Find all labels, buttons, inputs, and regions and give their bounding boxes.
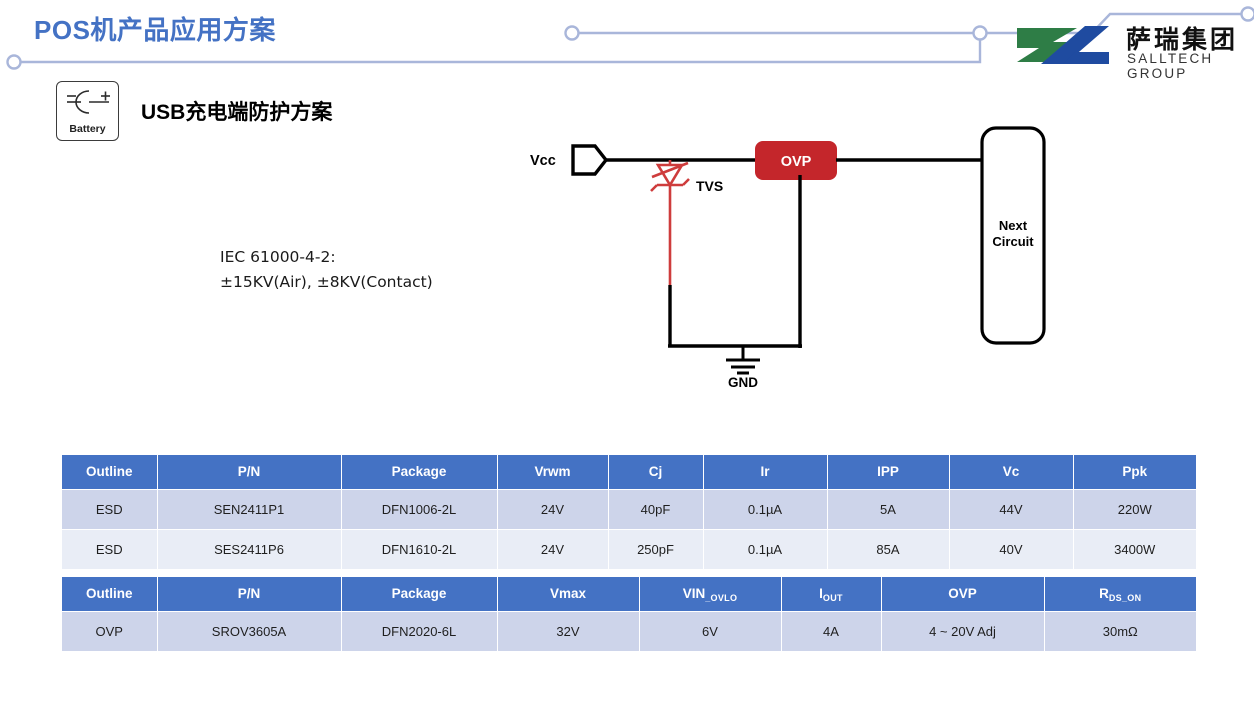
esd-parameters-table: Outline P/N Package Vrwm Cj Ir IPP Vc Pp…	[62, 455, 1196, 570]
cell-pn: SES2411P6	[157, 529, 342, 570]
col-header-ppk: Ppk	[1073, 455, 1196, 490]
cell-package: DFN1610-2L	[341, 529, 498, 570]
col-header-pn: P/N	[157, 577, 342, 612]
cell-ovp: 4 ~ 20V Adj	[881, 611, 1045, 652]
col-header-package: Package	[341, 455, 498, 490]
cell-outline: ESD	[62, 489, 158, 530]
next-circuit-label-line2: Circuit	[992, 234, 1034, 249]
iec-note-line-2: ±15KV(Air), ±8KV(Contact)	[220, 273, 433, 291]
brand-logo: 萨瑞集团 SALLTECH GROUP	[1013, 20, 1245, 81]
col-header-rds-on: RDS_ON	[1044, 577, 1196, 612]
cell-vrwm: 24V	[497, 489, 609, 530]
logo-mark-icon	[1017, 26, 1109, 64]
section-heading-latin: USB	[141, 101, 186, 124]
cell-cj: 40pF	[608, 489, 704, 530]
cell-ir: 0.1µA	[703, 489, 828, 530]
circuit-diagram: Vcc TVS OVP GND	[530, 126, 1046, 390]
rds-base: R	[1099, 586, 1109, 602]
table-row: ESD SES2411P6 DFN1610-2L 24V 250pF 0.1µA…	[62, 529, 1196, 570]
page-title: POS机产品应用方案	[34, 15, 276, 45]
logo-english-name: SALLTECH GROUP	[1127, 51, 1214, 81]
gnd-label: GND	[728, 375, 758, 390]
iout-sub: OUT	[822, 593, 843, 604]
deco-node-far-right	[1240, 6, 1254, 22]
next-circuit-block	[980, 126, 1046, 345]
deco-node-right	[972, 25, 988, 41]
ovp-block	[755, 141, 837, 180]
cell-ipp: 85A	[827, 529, 950, 570]
tvs-diode-icon	[650, 161, 690, 192]
cell-vc: 40V	[949, 529, 1074, 570]
deco-node-mid	[564, 25, 580, 41]
section-heading: USB充电端防护方案	[141, 96, 332, 126]
section-heading-cn: 充电端防护方案	[185, 100, 333, 124]
col-header-iout: IOUT	[781, 577, 882, 612]
logo-chinese-name: 萨瑞集团	[1126, 27, 1239, 54]
table-header-row: Outline P/N Package Vrwm Cj Ir IPP Vc Pp…	[62, 455, 1196, 490]
cell-pn: SEN2411P1	[157, 489, 342, 530]
cell-outline: OVP	[62, 611, 158, 652]
battery-icon: Battery	[56, 81, 119, 141]
col-header-vrwm: Vrwm	[497, 455, 609, 490]
cell-vrwm: 24V	[497, 529, 609, 570]
cell-vc: 44V	[949, 489, 1074, 530]
ovp-block-label: OVP	[781, 154, 812, 170]
cell-iout: 4A	[781, 611, 882, 652]
battery-icon-label: Battery	[69, 123, 106, 135]
deco-node-left	[6, 54, 22, 70]
cell-ir: 0.1µA	[703, 529, 828, 570]
cell-package: DFN1006-2L	[341, 489, 498, 530]
col-header-package: Package	[341, 577, 498, 612]
vcc-connector-icon	[571, 144, 609, 176]
iec-standard-note: IEC 61000-4-2: ±15KV(Air), ±8KV(Contact)	[220, 245, 433, 295]
cell-rds-on: 30mΩ	[1044, 611, 1196, 652]
rds-sub: DS_ON	[1108, 593, 1142, 604]
col-header-outline: Outline	[62, 577, 158, 612]
next-circuit-label-line1: Next	[999, 218, 1028, 233]
iout-base: I	[819, 586, 823, 602]
ovp-parameters-table: Outline P/N Package Vmax VIN_OVLO IOUT O…	[62, 577, 1196, 652]
col-header-ir: Ir	[703, 455, 828, 490]
col-header-ipp: IPP	[827, 455, 950, 490]
table-row: OVP SROV3605A DFN2020-6L 32V 6V 4A 4 ~ 2…	[62, 611, 1196, 652]
cell-pn: SROV3605A	[157, 611, 342, 652]
gnd-symbol-icon	[726, 346, 760, 375]
col-header-vmax: Vmax	[497, 577, 640, 612]
table-row: ESD SEN2411P1 DFN1006-2L 24V 40pF 0.1µA …	[62, 489, 1196, 530]
cell-vin-ovlo: 6V	[639, 611, 782, 652]
col-header-outline: Outline	[62, 455, 158, 490]
col-header-ovp: OVP	[881, 577, 1045, 612]
cell-ppk: 3400W	[1073, 529, 1196, 570]
cell-ppk: 220W	[1073, 489, 1196, 530]
iec-note-line-1: IEC 61000-4-2:	[220, 248, 336, 266]
cell-package: DFN2020-6L	[341, 611, 498, 652]
cell-cj: 250pF	[608, 529, 704, 570]
vcc-label: Vcc	[530, 153, 556, 169]
cell-ipp: 5A	[827, 489, 950, 530]
col-header-vin-ovlo: VIN_OVLO	[639, 577, 782, 612]
table-header-row: Outline P/N Package Vmax VIN_OVLO IOUT O…	[62, 577, 1196, 612]
col-header-vc: Vc	[949, 455, 1074, 490]
cell-vmax: 32V	[497, 611, 640, 652]
col-header-cj: Cj	[608, 455, 704, 490]
vin-base: VIN	[682, 586, 706, 602]
tvs-label: TVS	[696, 178, 723, 194]
vin-sub: _OVLO	[705, 593, 738, 604]
cell-outline: ESD	[62, 529, 158, 570]
col-header-pn: P/N	[157, 455, 342, 490]
